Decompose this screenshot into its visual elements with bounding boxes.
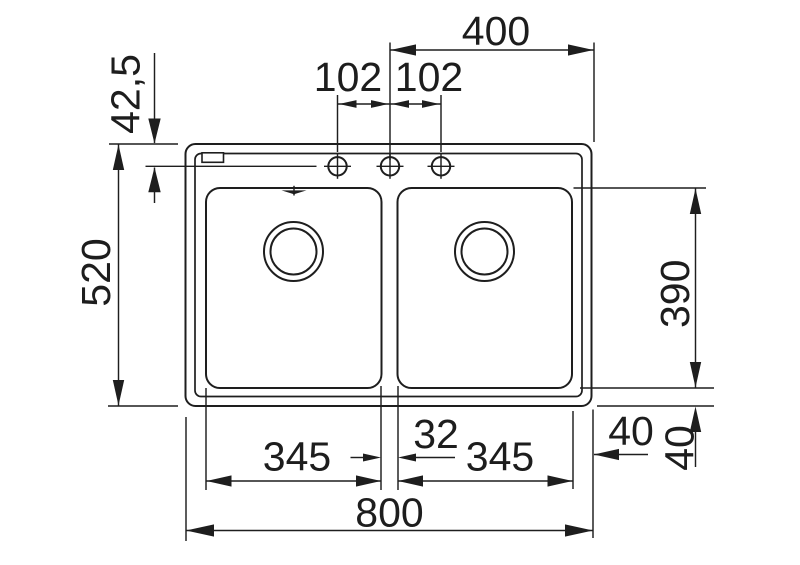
right-drain-outer <box>454 221 515 282</box>
dim-label-hole-spacing-left: 102 <box>314 54 382 100</box>
dim-label-bottom-clearance: 40 <box>657 425 703 471</box>
dim-label-overall-width: 800 <box>355 490 423 536</box>
left-bowl <box>205 187 383 389</box>
sink-inner-rim <box>194 152 583 398</box>
faucet-hole-left <box>324 153 351 179</box>
dim-faucet-offset: 42,5 <box>103 53 178 203</box>
dim-label-hole-spacing-right: 102 <box>395 54 463 100</box>
right-bowl <box>396 187 573 389</box>
dim-hole-spacing: 102 102 <box>314 54 463 152</box>
left-drain-outer <box>263 221 324 282</box>
dim-label-hole-to-right-edge: 400 <box>462 8 530 54</box>
dim-label-faucet-offset: 42,5 <box>103 54 149 134</box>
dim-bowl-widths: 345 345 <box>205 386 573 490</box>
brand-logo-plate <box>201 152 225 164</box>
dim-label-overall-depth: 520 <box>73 238 119 306</box>
faucet-holes-group <box>145 153 455 179</box>
dim-overall-width: 800 <box>185 409 594 541</box>
dim-right-clearance: 40 <box>572 408 654 489</box>
dim-label-left-bowl-width: 345 <box>263 434 331 480</box>
sink-outline-group <box>184 143 593 407</box>
dim-label-bowl-depth: 390 <box>652 260 698 328</box>
dim-label-right-clearance: 40 <box>608 408 654 454</box>
dim-label-bowl-gap: 32 <box>413 411 459 457</box>
slope-mark <box>281 185 307 196</box>
sink-outer-edge <box>184 143 593 407</box>
left-drain-inner <box>269 227 318 276</box>
dim-bowl-depth: 390 <box>573 187 714 389</box>
dim-hole-to-right-edge: 400 <box>389 8 595 160</box>
dim-label-right-bowl-width: 345 <box>466 434 534 480</box>
dim-bottom-clearance: 40 <box>597 405 714 471</box>
faucet-hole-right <box>427 153 455 179</box>
dim-bowl-gap: 32 <box>350 411 459 462</box>
dim-overall-depth: 520 <box>73 144 178 407</box>
right-drain-inner <box>460 227 509 276</box>
